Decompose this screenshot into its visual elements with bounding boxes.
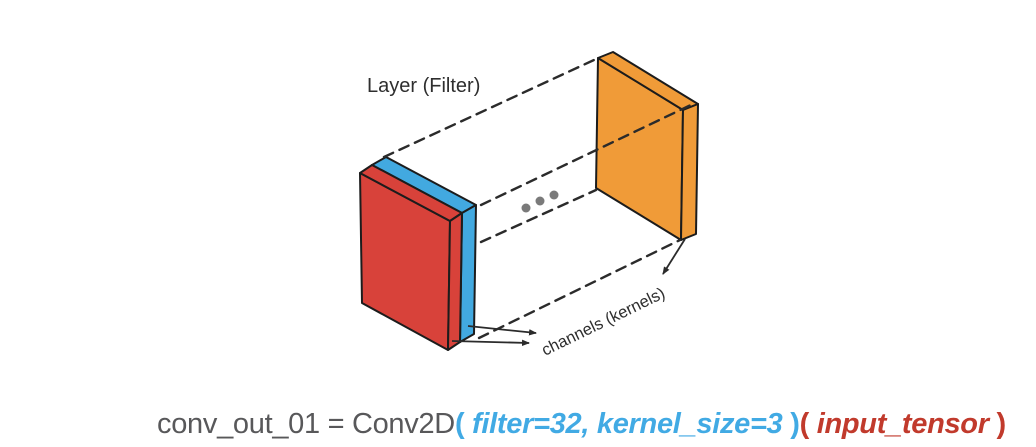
channels-arrow-lower bbox=[451, 339, 530, 347]
code-filter-args: filter=32, kernel_size=3 bbox=[464, 408, 791, 440]
filter-slab-red bbox=[359, 164, 463, 351]
code-assignment: conv_out_01 = Conv2D bbox=[157, 408, 455, 440]
code-line: conv_out_01 = Conv2D( filter=32, kernel_… bbox=[126, 373, 1006, 447]
projection-dashed-lines bbox=[382, 58, 697, 340]
channels-arrow-upper bbox=[467, 325, 537, 336]
layer-filter-label: Layer (Filter) bbox=[367, 75, 480, 97]
projection-line-lower-mid bbox=[479, 188, 598, 244]
channels-kernels-label: channels (kernels) bbox=[539, 284, 668, 359]
code-input-arg: input_tensor bbox=[808, 408, 997, 440]
code-filter-open-paren: ( bbox=[454, 408, 465, 440]
code-input-open-paren: ( bbox=[799, 408, 810, 440]
feature-map-corner-arrow bbox=[662, 238, 686, 275]
annotation-arrows bbox=[451, 238, 686, 347]
ellipsis-dots bbox=[521, 190, 559, 213]
code-input-close-paren: ) bbox=[996, 408, 1006, 440]
projection-line-upper-mid bbox=[479, 101, 697, 207]
projection-line-top bbox=[382, 58, 596, 159]
projection-line-bottom bbox=[477, 238, 682, 340]
feature-map-slab bbox=[595, 51, 699, 241]
code-filter-close-paren: ) bbox=[790, 408, 800, 440]
